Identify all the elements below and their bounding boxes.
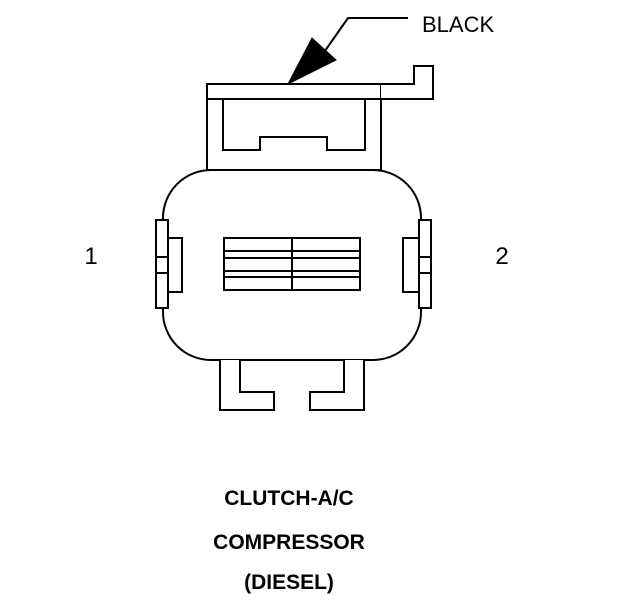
terminal-cavities [223,237,361,291]
caption-line-2: COMPRESSOR [213,531,365,554]
connector-latch [206,65,434,171]
pin-2-tab [402,219,432,309]
callout-leader [286,17,408,86]
caption-line-1: CLUTCH-A/C [224,487,353,510]
pin-1-tab [155,219,183,309]
pin-label-2: 2 [495,243,508,270]
callout-label-black: BLACK [422,12,494,37]
caption-line-3: (DIESEL) [244,571,334,594]
pin-label-1: 1 [84,243,97,270]
connector-feet [219,360,365,411]
